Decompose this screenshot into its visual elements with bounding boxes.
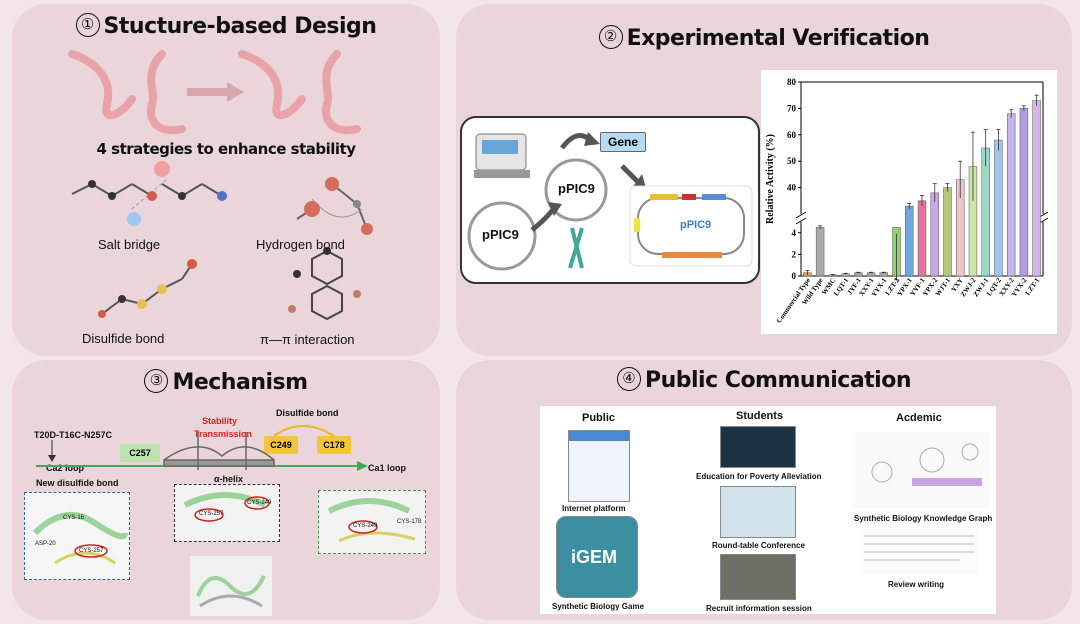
y-tick-label: 40 <box>787 183 797 193</box>
education-label: Education for Poverty Alleviation <box>696 472 822 481</box>
cloning-workflow: Gene pPIC9 pPIC9 pPIC9 <box>460 116 760 284</box>
bar <box>994 139 1003 277</box>
cys249-mid-label: CYS-249 <box>247 500 272 506</box>
protein-loop-illustration <box>68 50 361 135</box>
disulfide-bond-label: Disulfide bond <box>82 331 165 346</box>
recruit-photo <box>720 554 796 600</box>
bar <box>917 200 927 277</box>
stability-label: Stability <box>202 416 238 426</box>
y-tick-label: 70 <box>787 103 797 113</box>
game-screenshot: iGEM <box>556 516 638 598</box>
mutation-label: T20D-T16C-N257C <box>34 430 113 440</box>
cys249-right-label: CYS-249 <box>353 523 378 529</box>
molecule-illustrations <box>71 161 373 321</box>
structure-inset-right: CYS-249 CYS-178 <box>318 490 426 554</box>
bridge-illustration <box>36 425 368 471</box>
panel1-number: ① <box>75 12 100 37</box>
y-tick-label: 0 <box>792 271 797 281</box>
academic-heading: Acdemic <box>896 412 942 424</box>
transmission-label: Transmission <box>194 429 253 439</box>
internet-platform-label: Internet platform <box>562 504 626 513</box>
strategies-heading: 4 strategies to enhance stability <box>96 140 356 158</box>
bar <box>981 147 990 277</box>
education-photo <box>720 426 796 468</box>
bar <box>815 227 825 277</box>
knowledge-graph-image <box>852 432 990 508</box>
y-axis-label: Relative Activity (%) <box>765 134 776 224</box>
communication-collage: Public Students Acdemic Internet platfor… <box>540 406 996 614</box>
y-tick-label: 2 <box>792 249 797 259</box>
bar <box>930 192 939 277</box>
bar <box>1032 100 1041 277</box>
c249-chip: C249 <box>264 436 298 454</box>
roundtable-photo <box>720 486 796 538</box>
ppic9-label-upper: pPIC9 <box>558 181 595 196</box>
y-tick-label: 4 <box>792 228 797 238</box>
c178-chip: C178 <box>317 436 351 454</box>
alpha-helix-label: α-helix <box>214 474 244 484</box>
internet-platform-screenshot <box>568 430 630 502</box>
disulfide-bond-mech-label: Disulfide bond <box>276 408 339 418</box>
structure-inset-middle: CYS-257 CYS-249 <box>174 484 280 542</box>
game-label: Synthetic Biology Game <box>552 602 645 611</box>
bar <box>905 205 914 277</box>
y-tick-label: 50 <box>787 156 797 166</box>
roundtable-label: Round-table Conference <box>712 541 805 550</box>
axis-break-left <box>795 211 807 225</box>
new-disulfide-label: New disulfide bond <box>36 478 119 488</box>
bar <box>1006 113 1016 277</box>
bar <box>943 187 952 277</box>
y-tick-label: 60 <box>787 130 797 140</box>
c257-chip: C257 <box>120 444 160 462</box>
panel3-number: ③ <box>144 368 169 393</box>
students-heading: Students <box>736 410 784 422</box>
panel2-number: ② <box>598 24 623 49</box>
review-paper-image <box>860 528 978 574</box>
knowledge-graph-label: Synthetic Biology Knowledge Graph <box>854 514 993 523</box>
public-heading: Public <box>582 412 616 424</box>
ca1-loop-label: Ca1 loop <box>368 463 407 473</box>
cys16-label: CYS-16 <box>63 515 85 521</box>
panel4-number: ④ <box>616 366 641 391</box>
cys178-label: CYS-178 <box>397 519 422 525</box>
ppic9-plasmid-label: pPIC9 <box>680 219 712 231</box>
gene-box: Gene <box>600 132 646 152</box>
hydrogen-bond-label: Hydrogen bond <box>256 237 345 252</box>
asp20-label: ASP-20 <box>35 541 56 547</box>
pi-interaction-label: π—π interaction <box>260 332 355 347</box>
cys257-left-label: CYS-257 <box>79 548 104 554</box>
recruit-label: Recruit information session <box>706 604 812 613</box>
bar <box>1019 108 1029 277</box>
ca2-loop-label: Ca2 loop <box>46 463 85 473</box>
review-writing-label: Review writing <box>888 580 945 589</box>
ppic9-label-lower: pPIC9 <box>482 227 519 242</box>
igem-logo: iGEM <box>571 547 618 567</box>
structure-inset-left: CYS-16 ASP-20 CYS-257 <box>24 492 130 580</box>
y-tick-label: 80 <box>787 77 797 87</box>
cys257-mid-label: CYS-257 <box>199 511 224 517</box>
protein-structure-center <box>190 556 272 616</box>
salt-bridge-label: Salt bridge <box>98 237 161 252</box>
